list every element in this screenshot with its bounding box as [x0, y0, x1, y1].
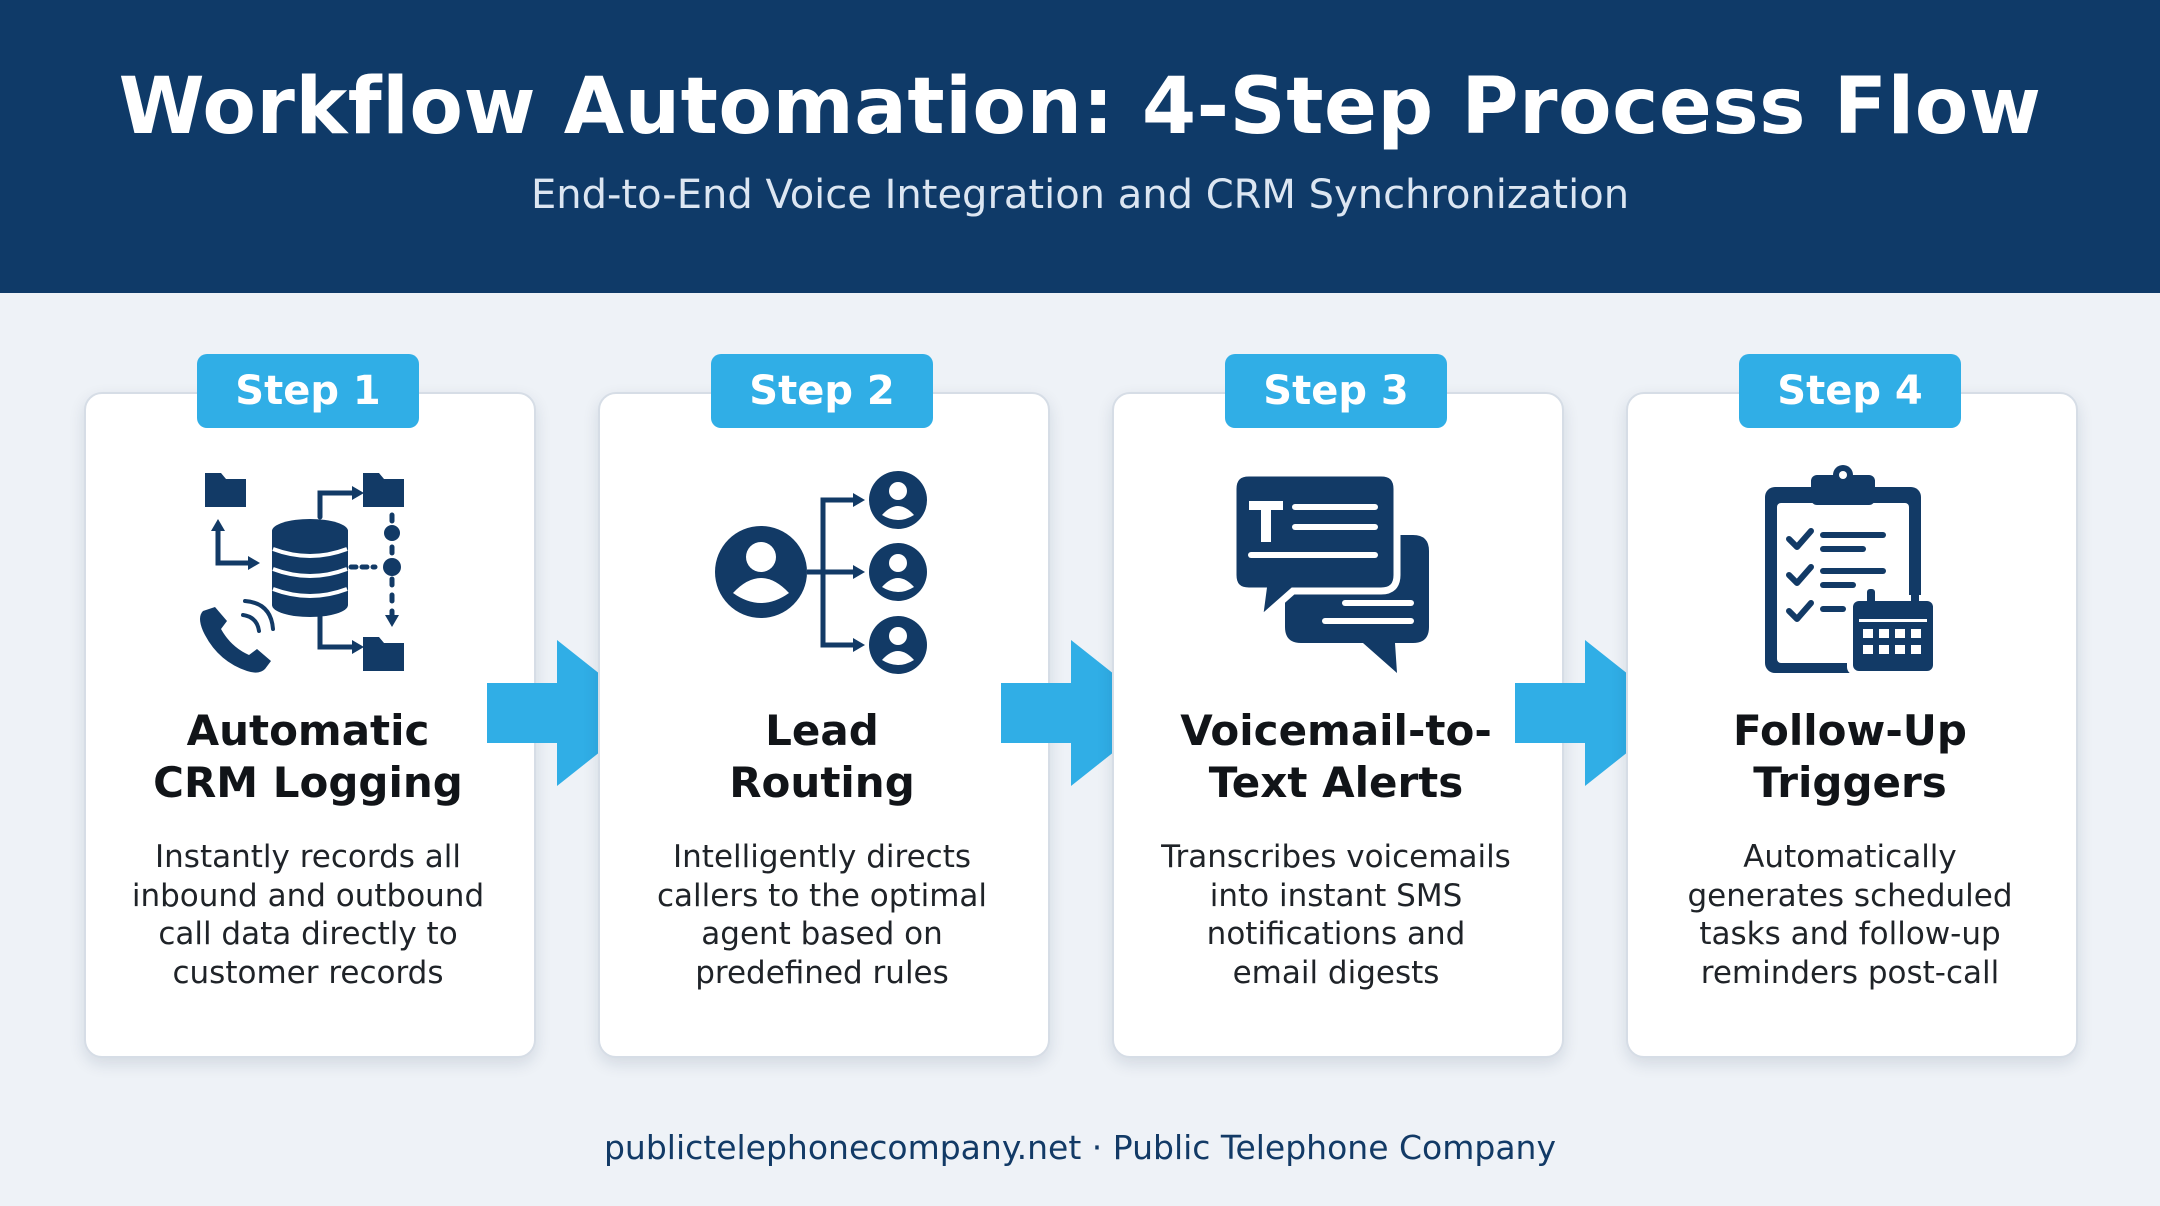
page-subtitle: End-to-End Voice Integration and CRM Syn…: [530, 172, 1630, 218]
step-description-4: Automatically generates scheduled tasks …: [1687, 839, 2013, 991]
arrow-right-icon: [1515, 640, 1677, 786]
step-title-4: Follow-Up Triggers: [1733, 706, 1967, 807]
database-routing-icon: [200, 473, 404, 673]
page-title: Workflow Automation: 4-Step Process Flow: [118, 62, 2042, 152]
lead-routing-icon: [715, 471, 927, 674]
step-badge-2: Step 2: [711, 354, 933, 428]
arrow-right-icon: [1001, 640, 1163, 786]
step-title-2: Lead Routing: [729, 706, 915, 807]
step-title-1: Automatic CRM Logging: [153, 706, 463, 807]
step-description-1: Instantly records all inbound and outbou…: [131, 839, 485, 991]
step-badge-3: Step 3: [1225, 354, 1447, 428]
arrow-right-icon: [487, 640, 649, 786]
chat-bubbles-icon: [1229, 469, 1429, 673]
step-badge-4: Step 4: [1739, 354, 1961, 428]
footer-credit: publictelephonecompany.net · Public Tele…: [603, 1128, 1556, 1167]
header-banner: Workflow Automation: 4-Step Process Flow…: [0, 0, 2160, 293]
step-badge-1: Step 1: [197, 354, 419, 428]
step-card-1: [84, 392, 536, 1058]
step-description-2: Intelligently directs callers to the opt…: [656, 839, 987, 991]
step-title-3: Voicemail-to- Text Alerts: [1180, 706, 1492, 807]
step-description-3: Transcribes voicemails into instant SMS …: [1161, 839, 1511, 991]
clipboard-calendar-icon: [1765, 465, 1937, 675]
